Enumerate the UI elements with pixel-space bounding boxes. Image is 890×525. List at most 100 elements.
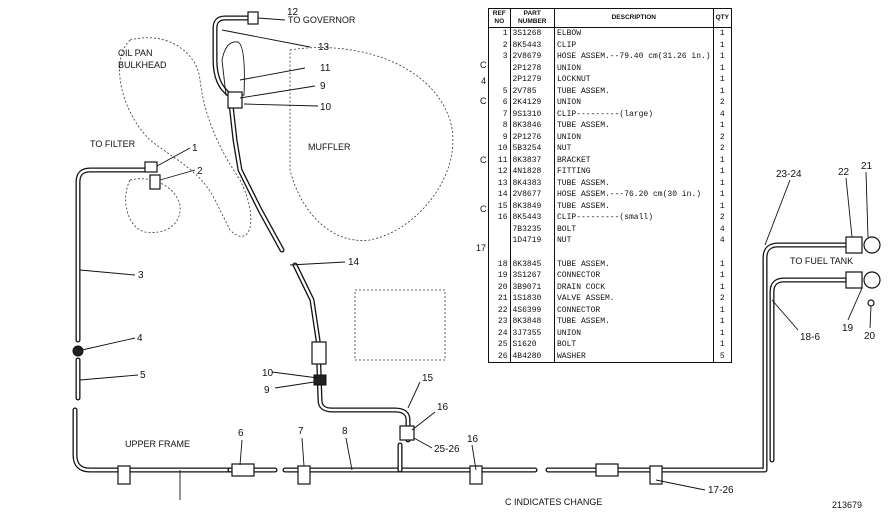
clip-fitting bbox=[149, 174, 161, 190]
cell-part: 2P1279 bbox=[509, 74, 555, 86]
cell-desc: CONNECTOR bbox=[553, 270, 714, 282]
frame-block-outline bbox=[354, 289, 446, 361]
cell-part: 9S1310 bbox=[509, 108, 555, 120]
cell-ref: 16 bbox=[488, 212, 511, 224]
cell-qty: 1 bbox=[712, 200, 733, 212]
header-qty: QTY bbox=[712, 8, 733, 28]
union-9b bbox=[311, 341, 327, 365]
cell-ref bbox=[488, 74, 511, 86]
cell-qty: 1 bbox=[712, 120, 733, 132]
connector-22 bbox=[845, 236, 863, 254]
cell-qty: 1 bbox=[712, 327, 733, 339]
muffler-outline bbox=[289, 47, 454, 241]
label-to-filter: TO FILTER bbox=[90, 139, 136, 149]
header-part: PART NUMBER bbox=[509, 8, 555, 28]
cell-ref: 23 bbox=[488, 316, 511, 328]
cell-ref bbox=[488, 223, 511, 235]
cell-ref: 20 bbox=[488, 281, 511, 293]
callout-8: 8 bbox=[342, 426, 348, 437]
clip-7 bbox=[297, 465, 311, 485]
cell-part: 8K3848 bbox=[509, 316, 555, 328]
cell-qty: 1 bbox=[712, 270, 733, 282]
change-mark-5: C bbox=[480, 96, 487, 106]
drawing-number: 213679 bbox=[832, 500, 862, 510]
cell-ref: 24 bbox=[488, 327, 511, 339]
leader-lines bbox=[79, 17, 872, 491]
label-muffler: MUFFLER bbox=[308, 142, 351, 152]
cell-part: 7B3235 bbox=[509, 223, 555, 235]
cell-desc: NUT bbox=[553, 143, 714, 155]
change-mark-14: C bbox=[480, 204, 487, 214]
cell-desc: FITTING bbox=[553, 166, 714, 178]
change-mark-17: 17 bbox=[476, 243, 487, 253]
cell-part: 2P1278 bbox=[509, 62, 555, 74]
cell-ref: 6 bbox=[488, 97, 511, 109]
union-fitting bbox=[72, 345, 84, 357]
cell-desc: VALVE ASSEM. bbox=[553, 293, 714, 305]
cell-ref: 21 bbox=[488, 293, 511, 305]
cell-qty: 2 bbox=[712, 293, 733, 305]
callout-11: 11 bbox=[320, 63, 331, 74]
callout-22: 22 bbox=[838, 167, 850, 178]
callout-23-24: 23-24 bbox=[776, 169, 802, 180]
cell-ref: 25 bbox=[488, 339, 511, 351]
cell-desc: BOLT bbox=[553, 223, 714, 235]
cell-part: 8K3837 bbox=[509, 154, 555, 166]
cell-desc: TUBE ASSEM. bbox=[553, 85, 714, 97]
cell-qty: 1 bbox=[712, 281, 733, 293]
callout-3: 3 bbox=[138, 270, 144, 281]
cell-desc: ELBOW bbox=[553, 27, 714, 40]
cell-ref: 1 bbox=[488, 27, 511, 40]
cell-qty: 1 bbox=[712, 177, 733, 189]
cell-ref: 9 bbox=[488, 131, 511, 143]
table-spacer-row bbox=[488, 246, 733, 259]
change-mark-10: C bbox=[480, 155, 487, 165]
cell-ref: 15 bbox=[488, 200, 511, 212]
cell-part: 1D4719 bbox=[509, 235, 555, 247]
cell-part: 3S1267 bbox=[509, 270, 555, 282]
cell-desc: WASHER bbox=[553, 350, 714, 363]
cell-desc: BOLT bbox=[553, 339, 714, 351]
cell-desc: NUT bbox=[553, 235, 714, 247]
cell-qty: 1 bbox=[712, 51, 733, 63]
cell-part: S1620 bbox=[509, 339, 555, 351]
cell-ref bbox=[488, 62, 511, 74]
callout-20: 20 bbox=[864, 331, 876, 342]
cell-part: 8K3846 bbox=[509, 120, 555, 132]
cell-part: 8K4383 bbox=[509, 177, 555, 189]
cell-qty: 4 bbox=[712, 235, 733, 247]
callout-4: 4 bbox=[137, 333, 143, 344]
cell-ref: 7 bbox=[488, 108, 511, 120]
label-c-indicates-change: C INDICATES CHANGE bbox=[505, 497, 602, 507]
cell-desc: UNION bbox=[553, 62, 714, 74]
callout-10: 10 bbox=[320, 102, 332, 113]
nut-10b bbox=[313, 374, 327, 386]
cell-ref: 11 bbox=[488, 154, 511, 166]
cell-desc: UNION bbox=[553, 327, 714, 339]
cell-qty: 1 bbox=[712, 304, 733, 316]
callout-2: 2 bbox=[197, 166, 203, 177]
cell-qty: 2 bbox=[712, 143, 733, 155]
callout-16a: 16 bbox=[437, 402, 449, 413]
cell-qty: 2 bbox=[712, 131, 733, 143]
cell-qty: 4 bbox=[712, 108, 733, 120]
filter-outline bbox=[125, 178, 181, 233]
callout-25-26: 25-26 bbox=[434, 444, 460, 455]
valve-21b bbox=[863, 271, 881, 289]
cell-part: 4S6399 bbox=[509, 304, 555, 316]
label-to-governor: TO GOVERNOR bbox=[288, 15, 356, 25]
callout-7: 7 bbox=[298, 426, 304, 437]
